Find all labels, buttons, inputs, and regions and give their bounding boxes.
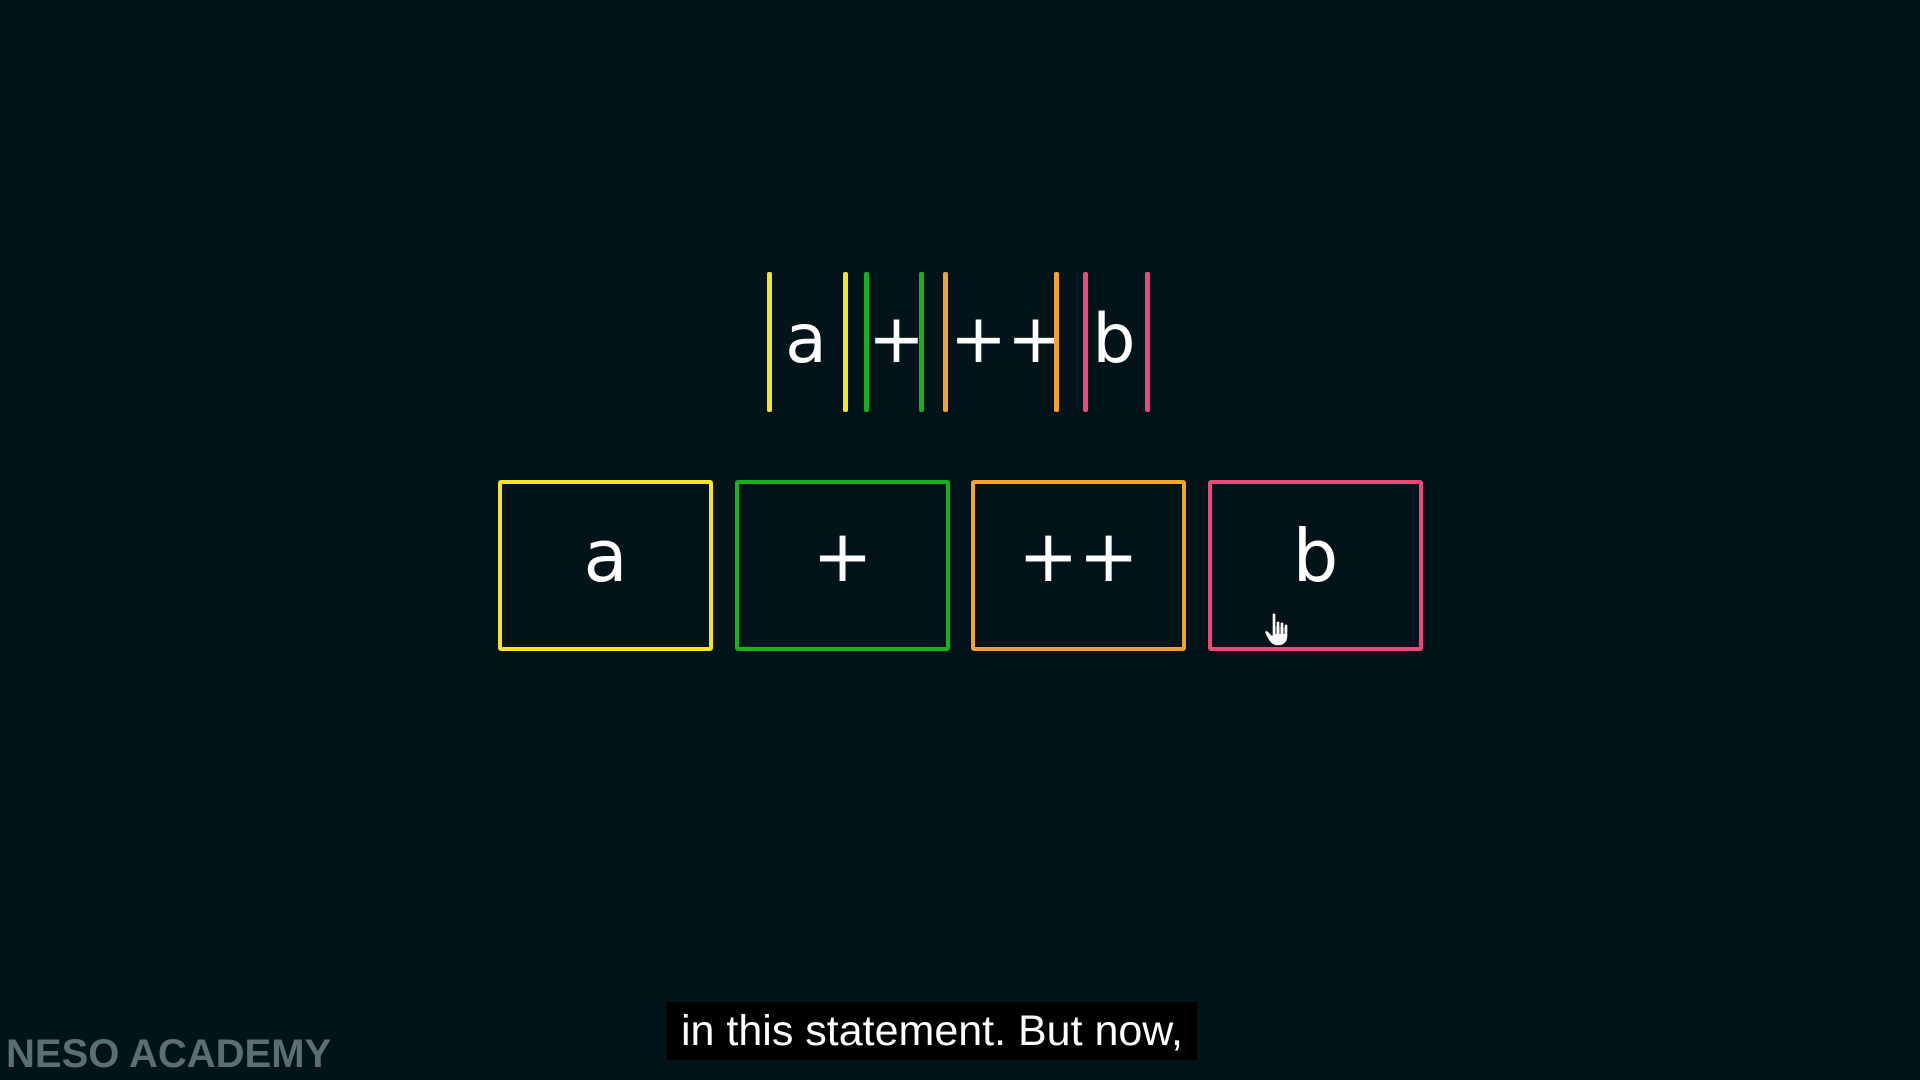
token-box-label: a	[583, 513, 628, 598]
token-boundary-bar	[1083, 272, 1088, 412]
expression-token-increment: ++	[950, 300, 1064, 379]
token-boundary-bar	[1145, 272, 1150, 412]
tokenized-expression: a + ++ b	[0, 272, 1920, 412]
token-boundary-bar	[943, 272, 948, 412]
expression-token-a: a	[785, 300, 827, 379]
token-boundary-bar	[843, 272, 848, 412]
token-box-label: ++	[1018, 513, 1139, 598]
expression-token-b: b	[1092, 300, 1136, 379]
token-boundary-bar	[864, 272, 869, 412]
token-boundary-bar	[1054, 272, 1059, 412]
token-boundary-bar	[767, 272, 772, 412]
hand-pointer-icon	[1264, 612, 1289, 647]
token-box-label: +	[812, 513, 873, 598]
token-box-increment: ++	[971, 480, 1186, 651]
channel-watermark: NESO ACADEMY	[6, 1032, 332, 1076]
token-box-b: b	[1208, 480, 1423, 651]
expression-token-plus: +	[868, 300, 925, 379]
token-boundary-bar	[919, 272, 924, 412]
subtitle-caption: in this statement. But now,	[667, 1002, 1197, 1060]
token-box-a: a	[498, 480, 713, 651]
token-box-label: b	[1292, 513, 1339, 598]
token-box-plus: +	[735, 480, 950, 651]
